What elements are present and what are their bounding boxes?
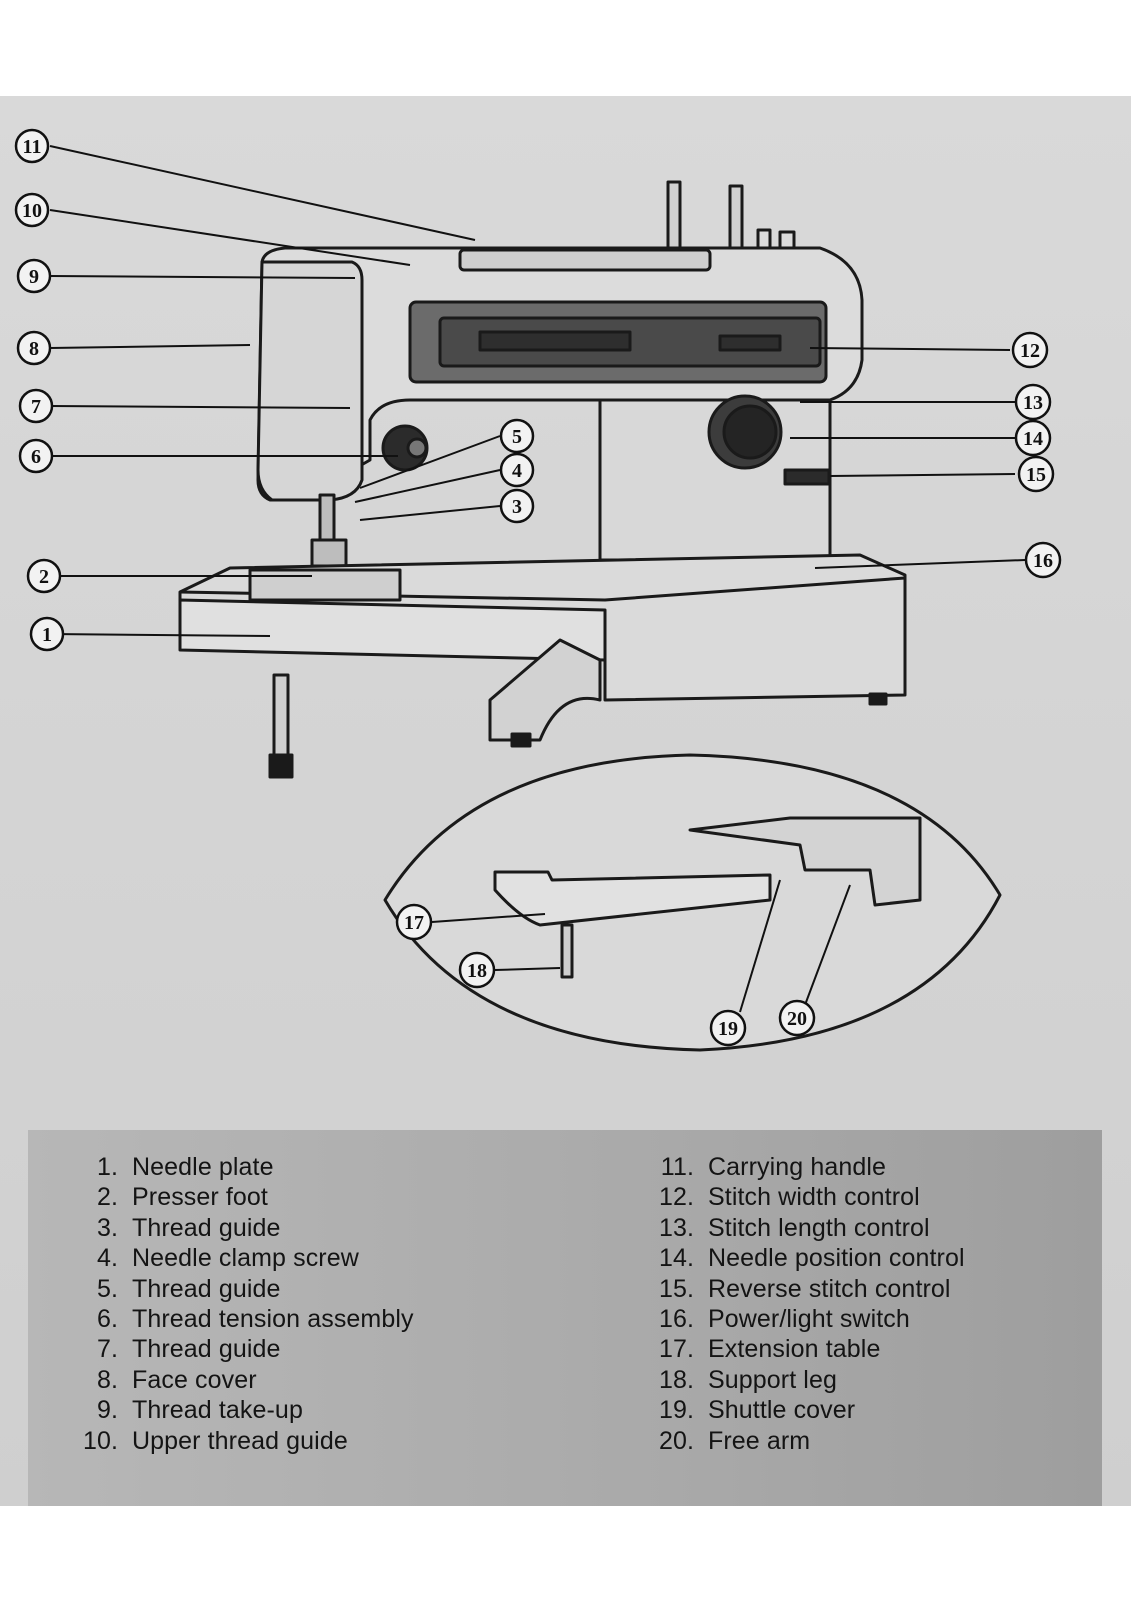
callout-8: 8: [29, 338, 39, 360]
legend-number: 18.: [634, 1365, 694, 1395]
legend-item: 6. Thread tension assembly: [60, 1304, 414, 1334]
legend-number: 11.: [634, 1152, 694, 1182]
legend-label: Reverse stitch control: [708, 1275, 951, 1303]
legend-item: 13. Stitch length control: [634, 1213, 965, 1243]
callout-5: 5: [512, 426, 522, 448]
callout-9: 9: [29, 266, 39, 288]
face-cover: [258, 262, 362, 500]
legend-number: 16.: [634, 1304, 694, 1334]
legend-number: 14.: [634, 1243, 694, 1273]
legend-number: 9.: [60, 1395, 118, 1425]
legend-number: 19.: [634, 1395, 694, 1425]
legend-number: 1.: [60, 1152, 118, 1182]
legend-label: Upper thread guide: [132, 1427, 348, 1455]
legend-number: 5.: [60, 1274, 118, 1304]
legend-item: 9. Thread take-up: [60, 1395, 414, 1425]
legend-label: Carrying handle: [708, 1153, 886, 1181]
legend-label: Stitch length control: [708, 1214, 930, 1242]
reverse-lever-icon: [785, 470, 829, 484]
legend-label: Thread take-up: [132, 1396, 303, 1424]
legend-label: Shuttle cover: [708, 1396, 855, 1424]
legend-label: Thread tension assembly: [132, 1305, 414, 1333]
legend-number: 2.: [60, 1182, 118, 1212]
legend-item: 14. Needle position control: [634, 1243, 965, 1273]
sewing-machine-diagram: 11 10 9 8 7 6 5 4 3 2 1 12 13 14 15 16 1…: [0, 0, 1131, 1130]
callout-13: 13: [1023, 392, 1043, 414]
legend-label: Needle clamp screw: [132, 1244, 359, 1272]
spool-pin-icon: [668, 182, 680, 252]
legend-number: 4.: [60, 1243, 118, 1273]
legend-item: 19. Shuttle cover: [634, 1395, 965, 1425]
legend-label: Needle plate: [132, 1153, 274, 1181]
legend-item: 2. Presser foot: [60, 1182, 414, 1212]
legend-number: 13.: [634, 1213, 694, 1243]
callout-15: 15: [1026, 464, 1046, 486]
legend-number: 10.: [60, 1426, 118, 1456]
legend-item: 5. Thread guide: [60, 1274, 414, 1304]
callout-6: 6: [31, 446, 41, 468]
callout-2: 2: [39, 566, 49, 588]
legend-number: 6.: [60, 1304, 118, 1334]
legend-label: Presser foot: [132, 1183, 268, 1211]
legend-item: 20. Free arm: [634, 1426, 965, 1456]
legend-item: 12. Stitch width control: [634, 1182, 965, 1212]
legend-number: 8.: [60, 1365, 118, 1395]
callout-14: 14: [1023, 428, 1043, 450]
callout-18: 18: [467, 960, 487, 982]
legend-label: Free arm: [708, 1427, 810, 1455]
callout-19: 19: [718, 1018, 738, 1040]
legend-number: 7.: [60, 1334, 118, 1364]
callout-7: 7: [31, 396, 41, 418]
legend-item: 15. Reverse stitch control: [634, 1274, 965, 1304]
legend-label: Power/light switch: [708, 1305, 910, 1333]
callout-16: 16: [1033, 550, 1053, 572]
legend-label: Thread guide: [132, 1275, 281, 1303]
legend-item: 17. Extension table: [634, 1334, 965, 1364]
legend-label: Face cover: [132, 1366, 257, 1394]
legend-label: Stitch width control: [708, 1183, 920, 1211]
legend-number: 20.: [634, 1426, 694, 1456]
callout-20: 20: [787, 1008, 807, 1030]
callout-3: 3: [512, 496, 522, 518]
legend-number: 3.: [60, 1213, 118, 1243]
callout-4: 4: [512, 460, 522, 482]
legend-number: 17.: [634, 1334, 694, 1364]
legend-label: Support leg: [708, 1366, 837, 1394]
legend-label: Thread guide: [132, 1214, 281, 1242]
legend-item: 4. Needle clamp screw: [60, 1243, 414, 1273]
legend-item: 16. Power/light switch: [634, 1304, 965, 1334]
legend-item: 11. Carrying handle: [634, 1152, 965, 1182]
callout-1: 1: [42, 624, 52, 646]
legend-column-right: 11. Carrying handle 12. Stitch width contr…: [634, 1152, 965, 1456]
carrying-handle: [460, 250, 710, 270]
legend-item: 10. Upper thread guide: [60, 1426, 414, 1456]
legend-number: 15.: [634, 1274, 694, 1304]
legend-item: 1. Needle plate: [60, 1152, 414, 1182]
legend-item: 7. Thread guide: [60, 1334, 414, 1364]
legend-column-left: 1. Needle plate 2. Presser foot 3. Thread g…: [60, 1152, 414, 1456]
legend-label: Needle position control: [708, 1244, 965, 1272]
legend-label: Extension table: [708, 1335, 880, 1363]
legend-item: 8. Face cover: [60, 1365, 414, 1395]
callout-12: 12: [1020, 340, 1040, 362]
legend-item: 3. Thread guide: [60, 1213, 414, 1243]
callout-11: 11: [23, 136, 42, 158]
legend-item: 18. Support leg: [634, 1365, 965, 1395]
callout-17: 17: [404, 912, 424, 934]
spool-pin-icon: [730, 186, 742, 252]
extension-table: [180, 600, 605, 660]
callout-10: 10: [22, 200, 42, 222]
legend-label: Thread guide: [132, 1335, 281, 1363]
needle-plate: [250, 570, 400, 600]
legend-number: 12.: [634, 1182, 694, 1212]
